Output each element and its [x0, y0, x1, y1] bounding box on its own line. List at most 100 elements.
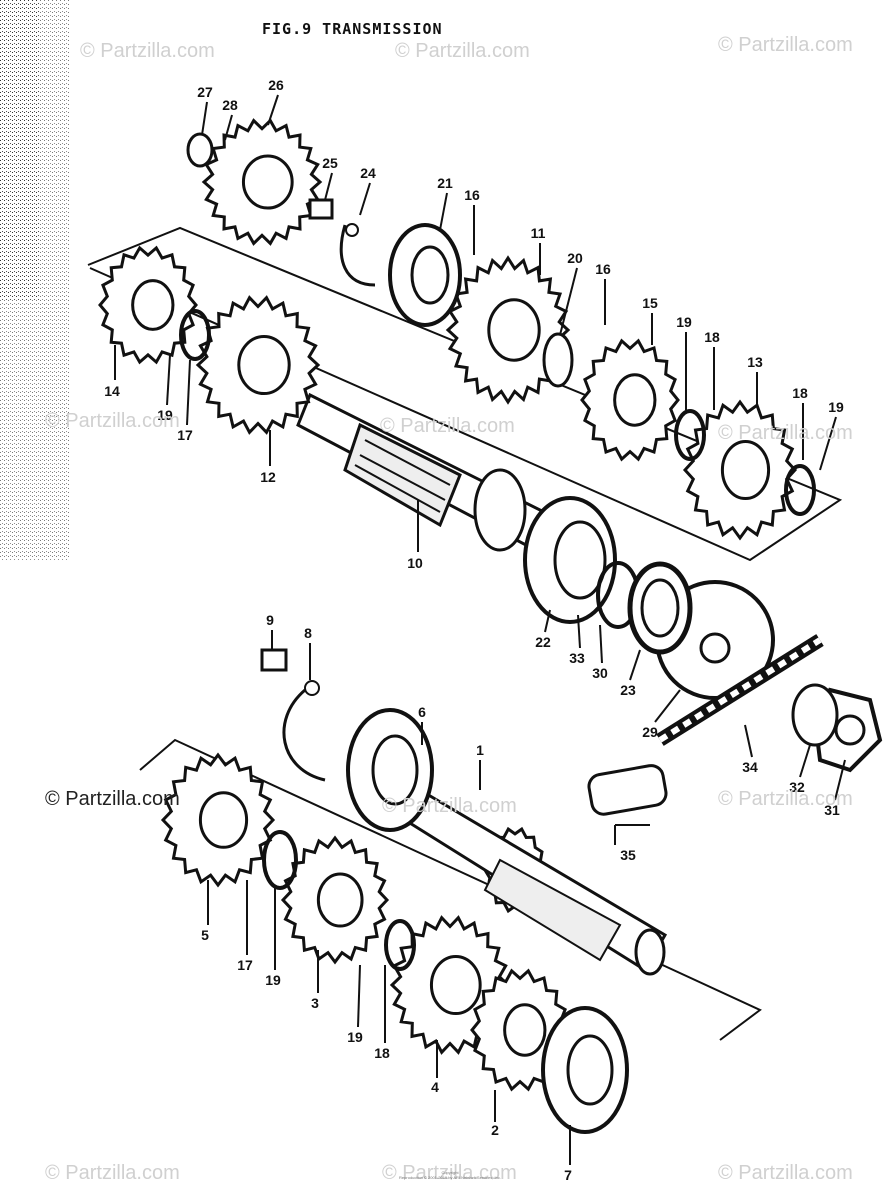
part-callout-32: 32 [789, 779, 805, 795]
part-callout-11: 11 [531, 225, 546, 241]
collar-27 [186, 132, 214, 168]
part-callout-34: 34 [742, 759, 758, 775]
part-callout-5: 5 [201, 927, 209, 943]
part-callout-9: 9 [266, 612, 274, 628]
watermark: © Partzilla.com [45, 1162, 180, 1184]
part-callout-30: 30 [592, 665, 608, 681]
gear-3 [280, 835, 390, 965]
washer-17-19-upper [179, 309, 816, 516]
gear-13 [682, 399, 798, 541]
part-callout-19: 19 [828, 399, 844, 415]
bolt-25 [308, 198, 334, 220]
part-callout-22: 22 [535, 634, 551, 650]
bearing-6 [346, 708, 434, 832]
countershaft [296, 392, 562, 558]
part-callout-16: 16 [595, 261, 611, 277]
part-callout-19: 19 [347, 1029, 363, 1045]
gear-12 [195, 295, 321, 435]
gear-5 [160, 752, 276, 888]
mainshaft [403, 787, 668, 976]
part-callout-7: 7 [564, 1167, 572, 1183]
needle-bearing-20 [542, 332, 574, 388]
watermark: © Partzilla.com [80, 40, 215, 62]
part-callout-25: 25 [322, 155, 338, 171]
part-callout-24: 24 [360, 165, 376, 181]
part-callout-1: 1 [476, 742, 484, 758]
bearing-7 [541, 1006, 629, 1134]
oil-seal-23 [627, 561, 693, 655]
countershaft-group-outline [87, 226, 843, 562]
part-callout-21: 21 [437, 175, 453, 191]
part-callout-20: 20 [567, 250, 583, 266]
chain-master-link [587, 764, 668, 826]
part-callout-16: 16 [464, 187, 480, 203]
leader-line [439, 192, 448, 231]
gear-2 [470, 968, 570, 1092]
watermark: © Partzilla.com [45, 788, 180, 810]
leader-line [577, 614, 581, 649]
leader-line [599, 624, 603, 664]
leader-line [166, 354, 171, 406]
part-callout-18: 18 [704, 329, 720, 345]
part-callout-35: 35 [620, 847, 636, 863]
washer-17-19-lower [262, 830, 416, 971]
copyright-line-1: Copyright [441, 1170, 459, 1175]
part-callout-26: 26 [268, 77, 284, 93]
callout-leaders [114, 94, 846, 1165]
gear-14 [98, 245, 198, 365]
watermark: © Partzilla.com [718, 34, 853, 56]
gear-11 [445, 255, 571, 405]
watermark: © Partzilla.com [718, 422, 853, 444]
copyright-line-2: Reproduction © 2001-2019 by ARI Network … [399, 1175, 501, 1180]
part-callout-14: 14 [104, 383, 120, 399]
leader-line [267, 94, 279, 126]
part-callout-23: 23 [620, 682, 636, 698]
part-callout-15: 15 [642, 295, 658, 311]
bearing-21 [388, 223, 462, 327]
part-callout-2: 2 [491, 1122, 499, 1138]
part-callout-19: 19 [157, 407, 173, 423]
part-callout-18: 18 [792, 385, 808, 401]
leader-line [654, 689, 681, 723]
scan-noise-left [0, 0, 70, 560]
leader-line [559, 267, 578, 336]
watermark: © Partzilla.com [718, 788, 853, 810]
watermark: © Partzilla.com [718, 1162, 853, 1184]
lock-washer [791, 683, 839, 747]
circlip-8 [282, 680, 326, 782]
part-callout-18: 18 [374, 1045, 390, 1061]
watermark: © Partzilla.com [380, 415, 515, 437]
part-callout-12: 12 [260, 469, 276, 485]
part-callout-3: 3 [311, 995, 319, 1011]
gear-26 [201, 118, 323, 246]
leader-line [629, 649, 641, 681]
mainshaft-group-outline [139, 738, 762, 1041]
drive-chain [656, 634, 824, 746]
watermark: © Partzilla.com [45, 410, 180, 432]
gear-15 [580, 338, 680, 462]
part-callout-27: 27 [197, 84, 213, 100]
leader-line [544, 609, 551, 633]
part-callout-33: 33 [569, 650, 585, 666]
part-callout-8: 8 [304, 625, 312, 641]
leader-line [819, 416, 837, 471]
leader-line [834, 759, 846, 801]
leader-line [224, 114, 233, 141]
leader-line [799, 744, 811, 778]
watermark: © Partzilla.com [382, 795, 517, 817]
part-callout-4: 4 [431, 1079, 439, 1095]
leader-line [359, 182, 371, 216]
leader-line [186, 359, 191, 426]
leader-line [201, 101, 208, 136]
part-callout-17: 17 [237, 957, 253, 973]
part-callout-13: 13 [747, 354, 763, 370]
figure-title: FIG.9 TRANSMISSION [262, 20, 443, 38]
watermark: © Partzilla.com [382, 1162, 517, 1184]
watermark: © Partzilla.com [395, 40, 530, 62]
part-callout-29: 29 [642, 724, 658, 740]
part-callout-31: 31 [824, 802, 840, 818]
part-callout-17: 17 [177, 427, 193, 443]
circlip-24 [339, 223, 376, 287]
